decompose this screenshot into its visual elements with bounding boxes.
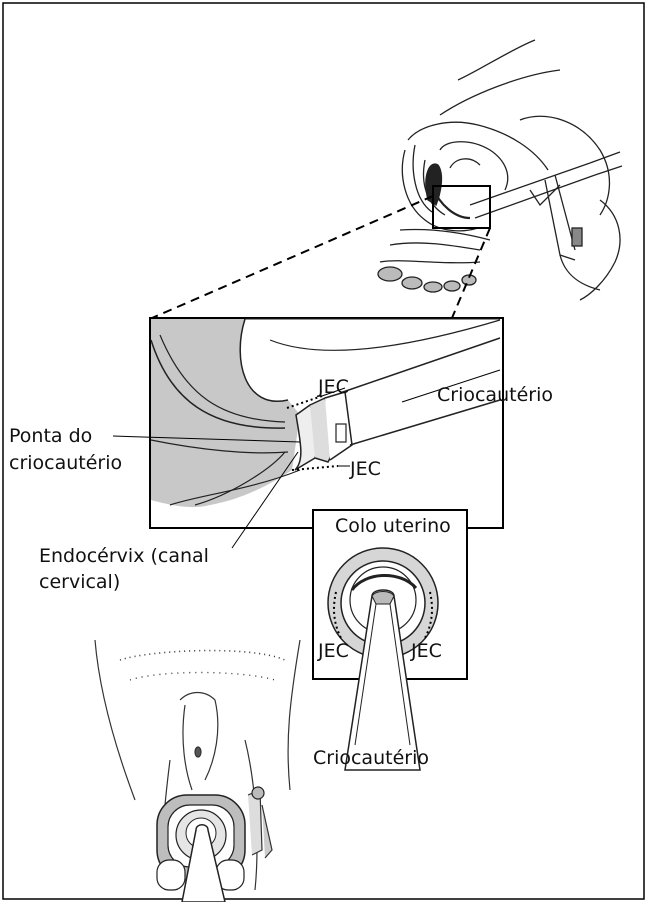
colo-uterino-label: Colo uterino — [335, 515, 451, 538]
endocervix-label-line2: cervical) — [39, 571, 120, 594]
vulva-speculum-drawing — [95, 640, 300, 902]
criocauterio-label-top: Criocautério — [437, 384, 553, 407]
criocauterio-label-bottom: Criocautério — [313, 747, 429, 770]
zoom-box — [433, 186, 490, 228]
ponta-label-line2: criocautério — [9, 452, 122, 475]
zoom-line-right — [452, 228, 490, 318]
ponta-label-line1: Ponta do — [9, 425, 92, 448]
jec-label-top: JEC — [318, 376, 349, 399]
endocervix-label-line1: Endocérvix (canal — [39, 545, 209, 568]
sagittal-anatomy-drawing — [378, 40, 622, 300]
jec-label-left: JEC — [318, 640, 349, 663]
jec-label-bottom: JEC — [350, 458, 381, 481]
jec-label-right: JEC — [411, 640, 442, 663]
zoom-line-left — [152, 196, 433, 318]
